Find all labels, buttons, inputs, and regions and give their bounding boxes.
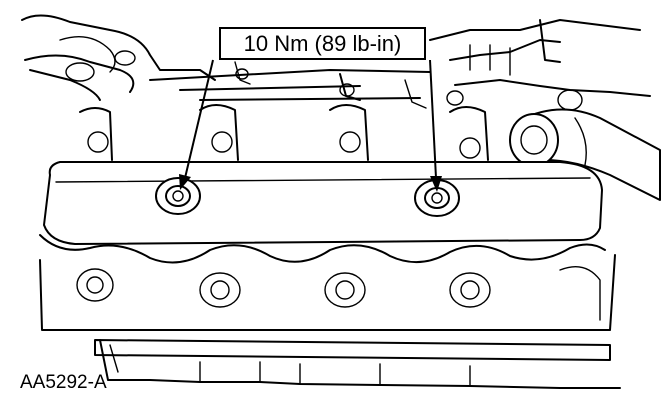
lower-bolt-1 [76, 268, 114, 302]
valve-cover [39, 161, 606, 264]
lower-bolt-3 [324, 272, 366, 308]
figure-id-label: AA5292-A [20, 372, 107, 393]
upper-bolt-4 [459, 137, 481, 159]
valve-cover-bolt-left [155, 177, 201, 215]
valve-cover-bolt-right [414, 179, 460, 217]
upper-bolt-2 [211, 131, 233, 153]
lower-bolt-4 [449, 272, 491, 308]
lower-bolt-2 [199, 272, 241, 308]
upper-engine-components [21, 14, 651, 111]
upper-bolt-1 [87, 131, 109, 153]
leader-arrow-left [179, 59, 214, 190]
torque-callout: 10 Nm (89 lb-in) [219, 27, 426, 60]
intake-runners [79, 104, 489, 161]
cylinder-head-lower [39, 254, 616, 331]
lower-gasket-rail [94, 339, 621, 389]
leader-arrow-right [429, 59, 442, 192]
upper-bolt-3 [339, 131, 361, 153]
